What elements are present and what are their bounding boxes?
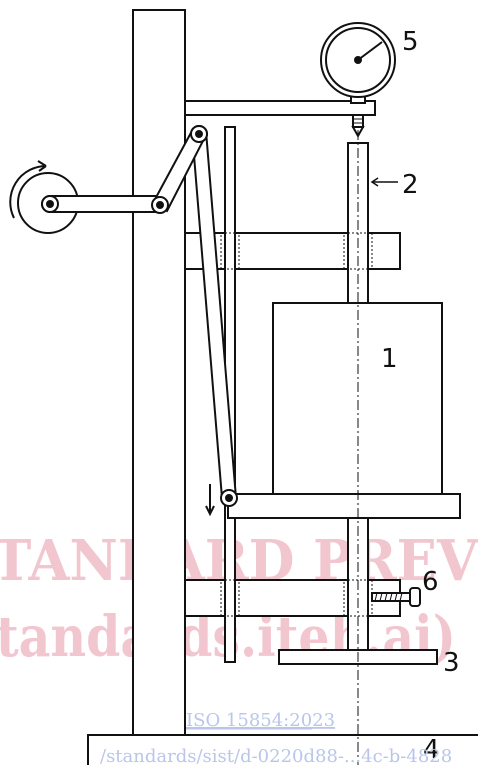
- crank-arm: [49, 195, 161, 213]
- label-5: 5: [402, 27, 419, 57]
- label-3: 3: [443, 648, 460, 678]
- gauge-arm: [184, 100, 376, 116]
- rotation-arrow: [9, 165, 47, 219]
- label-4: 4: [423, 735, 440, 765]
- base-plate: [87, 734, 478, 765]
- watermark-url: /standards/sist/d-0220d88-...4c-b-4828: [100, 746, 452, 765]
- dial-gauge-inner: [325, 27, 391, 93]
- label-6: 6: [422, 567, 439, 597]
- dial-gauge-needle: [357, 41, 383, 61]
- label-2: 2: [402, 170, 419, 200]
- watermark-code: ISO 15854:2023: [186, 710, 335, 731]
- screw-knob: [409, 587, 421, 607]
- label-1: 1: [381, 344, 398, 374]
- gauge-spindle: [352, 114, 364, 128]
- main-column: [132, 9, 186, 765]
- loading-platform: [227, 493, 461, 519]
